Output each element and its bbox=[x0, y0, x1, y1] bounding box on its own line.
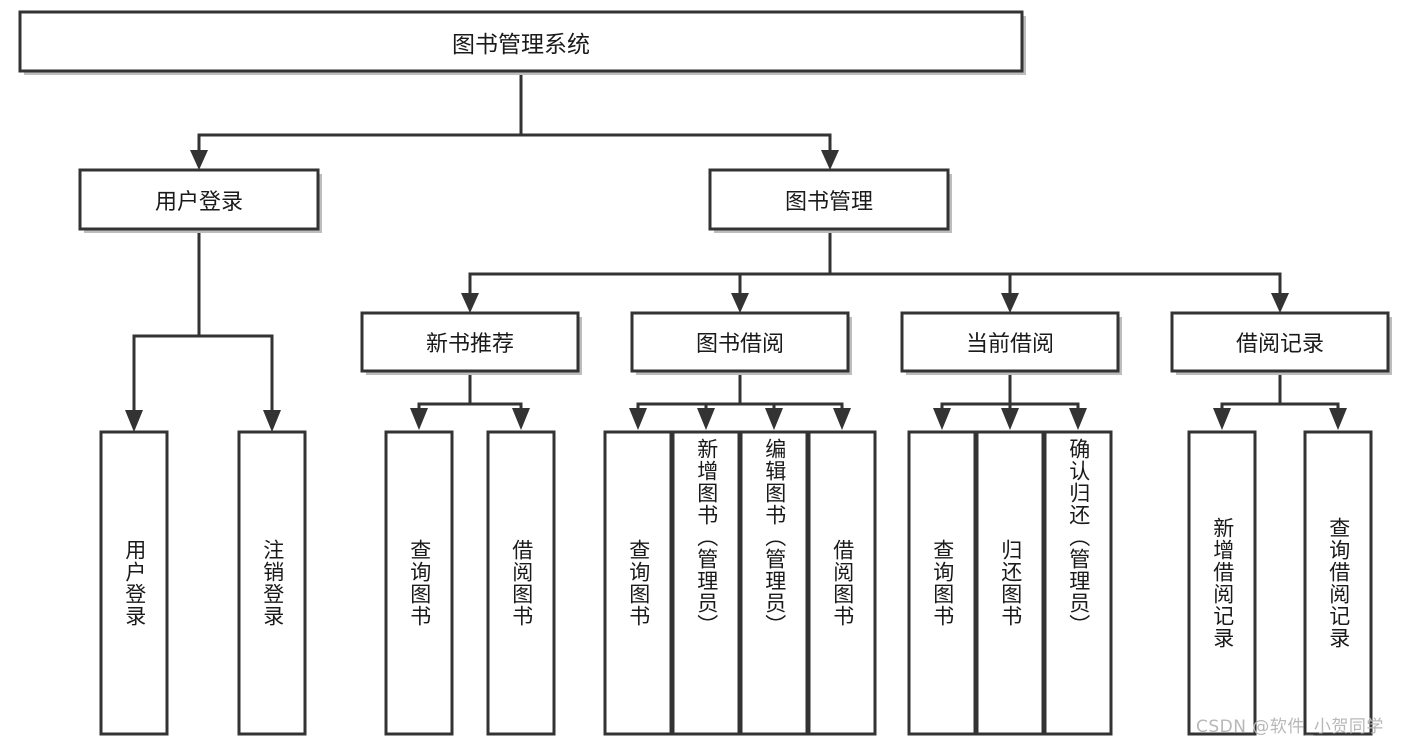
arrowhead-to-new-book bbox=[461, 293, 479, 313]
arrowhead-userlogin-leaf-1 bbox=[125, 410, 143, 432]
node-box-leaf-current-borrow-2[interactable] bbox=[975, 430, 1045, 736]
connector-group-user-login bbox=[125, 230, 281, 432]
node-box-leaf-book-borrow-1[interactable] bbox=[603, 430, 673, 736]
node-box-leaf-new-book-1[interactable] bbox=[384, 430, 454, 736]
arrowhead-to-book-borrow bbox=[731, 293, 749, 313]
arrowhead-to-book-manage bbox=[821, 150, 839, 170]
node-box-leaf-new-book-2[interactable] bbox=[486, 430, 556, 736]
arrowhead-newbook-leaf-1 bbox=[410, 408, 428, 430]
arrowhead-bookborrow-leaf-3 bbox=[765, 408, 783, 430]
arrowhead-to-user-login bbox=[190, 150, 208, 170]
arrowhead-borrowrecord-leaf-2 bbox=[1329, 408, 1347, 430]
connector-group-root bbox=[190, 73, 839, 170]
arrowhead-borrowrecord-leaf-1 bbox=[1213, 408, 1231, 430]
node-box-leaf-user-login-1[interactable] bbox=[99, 430, 169, 736]
connector-group-new-book bbox=[410, 373, 530, 430]
node-box-book-manage[interactable] bbox=[708, 168, 950, 231]
node-box-leaf-book-borrow-2[interactable] bbox=[671, 430, 741, 736]
node-box-leaf-book-borrow-3[interactable] bbox=[739, 430, 809, 736]
node-box-new-book[interactable] bbox=[360, 311, 580, 373]
arrowhead-bookborrow-leaf-4 bbox=[833, 408, 851, 430]
node-box-leaf-borrow-record-2[interactable] bbox=[1303, 430, 1373, 736]
arrowhead-currentborrow-leaf-2 bbox=[1001, 408, 1019, 430]
arrowhead-userlogin-leaf-2 bbox=[263, 410, 281, 432]
node-box-borrow-record[interactable] bbox=[1170, 311, 1390, 373]
node-box-leaf-user-login-2[interactable] bbox=[237, 430, 307, 736]
arrowhead-bookborrow-leaf-1 bbox=[629, 408, 647, 430]
arrowhead-to-borrow-record bbox=[1271, 293, 1289, 313]
node-box-leaf-current-borrow-3[interactable] bbox=[1043, 430, 1113, 736]
node-box-leaf-current-borrow-1[interactable] bbox=[907, 430, 977, 736]
connector-group-book-manage bbox=[461, 230, 1289, 313]
node-box-user-login[interactable] bbox=[78, 168, 320, 231]
node-box-book-borrow[interactable] bbox=[630, 311, 850, 373]
watermark-text: CSDN @软件_小贺同学 bbox=[1196, 717, 1384, 737]
node-box-leaf-borrow-record-1[interactable] bbox=[1187, 430, 1257, 736]
arrowhead-currentborrow-leaf-1 bbox=[933, 408, 951, 430]
arrowhead-newbook-leaf-2 bbox=[512, 408, 530, 430]
arrowhead-currentborrow-leaf-3 bbox=[1069, 408, 1087, 430]
connector-group-current-borrow bbox=[933, 373, 1087, 430]
connector-group-borrow-record bbox=[1213, 373, 1347, 430]
arrowhead-to-current-borrow bbox=[1001, 293, 1019, 313]
node-box-current-borrow[interactable] bbox=[900, 311, 1120, 373]
connector-group-book-borrow bbox=[629, 373, 851, 430]
node-box-root[interactable] bbox=[18, 10, 1024, 73]
node-box-leaf-book-borrow-4[interactable] bbox=[807, 430, 877, 736]
arrowhead-bookborrow-leaf-2 bbox=[697, 408, 715, 430]
